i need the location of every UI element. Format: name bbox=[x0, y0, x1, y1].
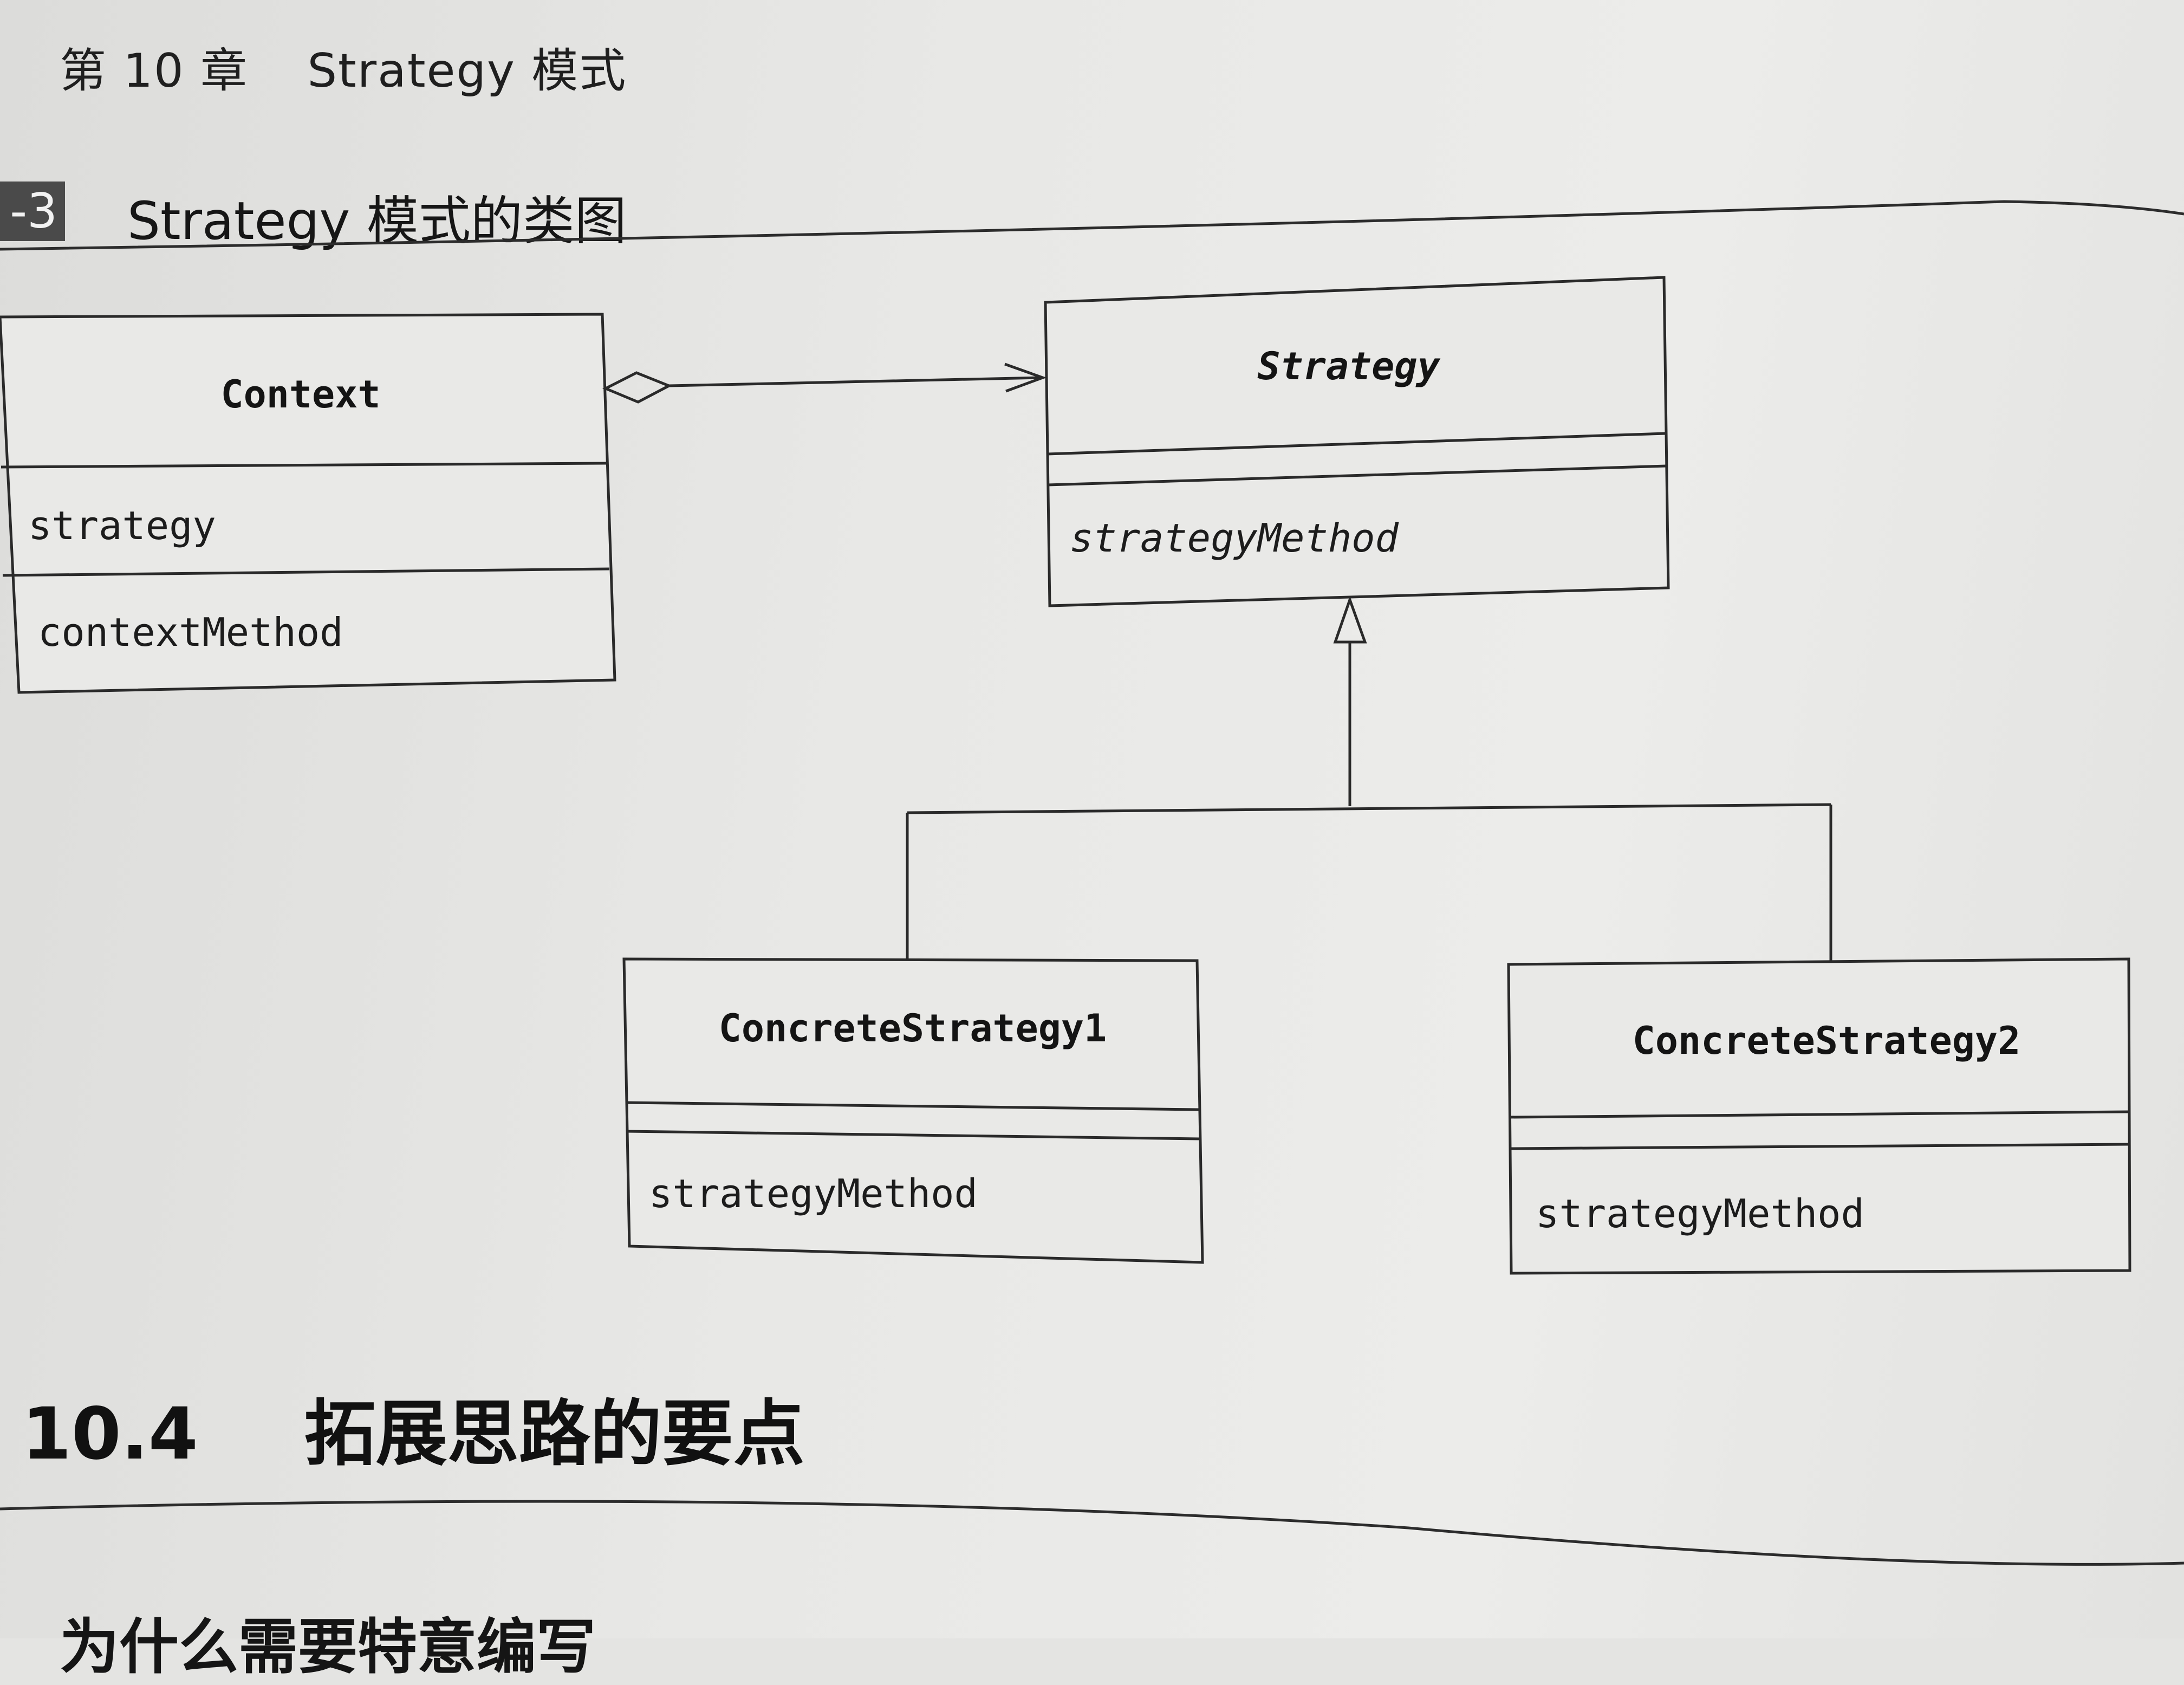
context-attribute-strategy: strategy bbox=[28, 503, 216, 548]
class-diagram: Context strategy contextMethod Strategy … bbox=[0, 200, 2184, 1566]
concrete-strategy2-name: ConcreteStrategy2 bbox=[1633, 1019, 2020, 1063]
section-number: 10.4 bbox=[22, 1392, 198, 1476]
strategy-class: Strategy strategyMethod bbox=[1044, 276, 1670, 607]
navigability-arrowhead bbox=[1004, 362, 1047, 393]
strategy-method: strategyMethod bbox=[1070, 515, 1400, 561]
context-class: Context strategy contextMethod bbox=[0, 313, 616, 694]
figure-title: Strategy 模式的类图 bbox=[127, 191, 627, 251]
concrete-strategy2-method: strategyMethod bbox=[1536, 1191, 1864, 1236]
chapter-number: 第 10 章 bbox=[60, 44, 249, 98]
concrete-strategy1-method: strategyMethod bbox=[649, 1171, 978, 1216]
association-line bbox=[668, 376, 1043, 387]
chapter-title: Strategy 模式 bbox=[307, 44, 627, 98]
aggregation-diamond bbox=[602, 371, 672, 404]
aggregation-association bbox=[602, 362, 1047, 404]
figure-rule bbox=[0, 200, 2184, 251]
concrete-strategy1-class: ConcreteStrategy1 strategyMethod bbox=[622, 957, 1204, 1264]
inheritance-triangle bbox=[1333, 595, 1367, 644]
section-heading: 10.4 拓展思路的要点 bbox=[22, 1376, 805, 1480]
section-rule bbox=[0, 1500, 2184, 1566]
running-head: 第 10 章 Strategy 模式 bbox=[60, 33, 627, 100]
section-title: 拓展思路的要点 bbox=[304, 1392, 805, 1476]
context-class-name: Context bbox=[220, 372, 380, 417]
figure-number-tab: -3 bbox=[0, 182, 65, 241]
strategy-class-name: Strategy bbox=[1257, 344, 1440, 388]
concrete-strategy2-class: ConcreteStrategy2 strategyMethod bbox=[1507, 957, 2131, 1275]
context-method: contextMethod bbox=[38, 610, 343, 655]
generalization-tree bbox=[906, 595, 1832, 962]
subsection-heading: 为什么需要特意编写 bbox=[60, 1612, 596, 1682]
concrete-strategy1-name: ConcreteStrategy1 bbox=[719, 1006, 1107, 1051]
